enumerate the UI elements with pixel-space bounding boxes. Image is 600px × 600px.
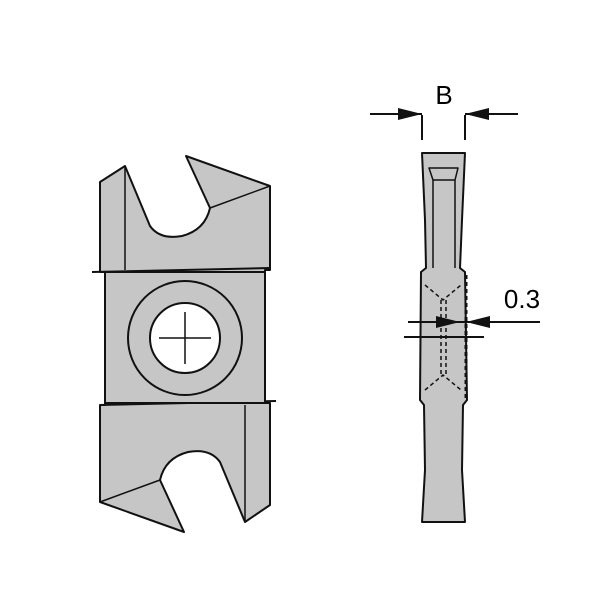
arrow-icon bbox=[436, 316, 460, 328]
clearance-label: 0.3 bbox=[504, 284, 540, 314]
insert-front-view bbox=[91, 155, 277, 533]
edge-line bbox=[99, 479, 161, 503]
arrow-icon bbox=[398, 108, 422, 120]
dimension-clearance bbox=[404, 316, 540, 338]
edge-line bbox=[209, 185, 271, 209]
width-label: B bbox=[435, 80, 452, 110]
chip-breaker bbox=[428, 167, 459, 181]
dimension-b bbox=[370, 108, 518, 140]
arrow-icon bbox=[465, 108, 489, 120]
arrow-icon bbox=[466, 316, 490, 328]
